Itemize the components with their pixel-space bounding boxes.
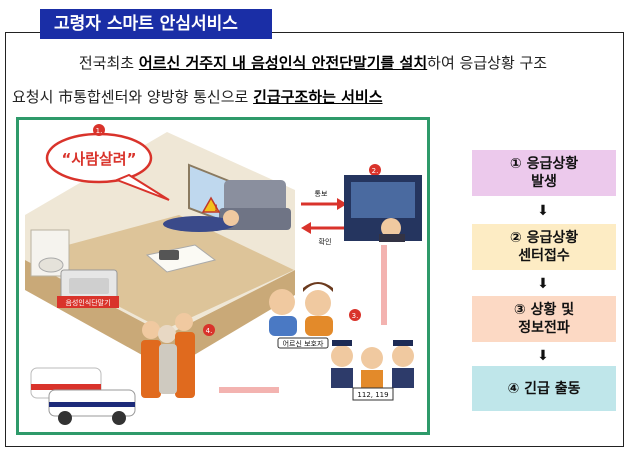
step-line: ① 응급상황 <box>509 156 579 172</box>
step-4-box: ④ 긴급 출동 <box>472 366 616 411</box>
fallen-person <box>163 216 235 232</box>
step-line: 센터접수 <box>518 248 570 264</box>
down-arrow-icon: ⬇ <box>537 203 549 219</box>
down-arrow-icon: ⬇ <box>537 276 549 292</box>
content-frame <box>5 32 624 447</box>
section-title: 고령자 스마트 안심서비스 <box>40 9 272 39</box>
guardian-label: 어르신 보호자 <box>283 339 324 348</box>
intro-line-1: 전국최초 어르신 거주지 내 음성인식 안전단말기를 설치하여 응급상황 구조 <box>5 52 621 73</box>
intro-highlight: 긴급구조하는 서비스 <box>253 88 383 106</box>
device-label: 음성인식단말기 <box>65 298 110 307</box>
emergency-numbers: 112, 119 <box>357 391 388 399</box>
svg-text:!: ! <box>214 204 218 214</box>
down-arrow-icon: ⬇ <box>537 348 549 364</box>
step-line: ② 응급상황 <box>509 230 579 246</box>
step-line: 정보전파 <box>518 320 570 336</box>
intro-line-2: 요청시 市통합센터와 양방향 통신으로 긴급구조하는 서비스 <box>12 86 618 107</box>
paramedic-figure <box>142 321 160 339</box>
step-badge: 2. <box>372 167 379 175</box>
intro-text: 요청시 市통합센터와 양방향 통신으로 <box>12 88 254 106</box>
step-badge: 1. <box>96 127 103 135</box>
step-badge: 4. <box>206 327 213 335</box>
speech-text: “사람살려” <box>62 150 137 168</box>
voice-device-icon <box>159 250 179 260</box>
step-line: ④ 긴급 출동 <box>507 380 581 397</box>
service-illustration: ! “사람살려” 1. 2. 3. 4. 음성인식단말기 통보 확인 <box>16 117 430 435</box>
step-line: ③ 상황 및 <box>513 302 575 318</box>
responder-figure <box>331 345 353 367</box>
step-badge: 3. <box>352 312 359 320</box>
step-line: 발생 <box>531 174 557 190</box>
intro-highlight: 어르신 거주지 내 음성인식 안전단말기를 설치 <box>138 54 428 72</box>
intro-text: 전국최초 <box>78 54 139 72</box>
confirm-label: 확인 <box>319 237 332 246</box>
report-label: 통보 <box>315 190 328 198</box>
warning-icon <box>201 196 221 213</box>
intro-text: 하여 응급상황 구조 <box>427 54 548 72</box>
guardian-figure <box>269 289 295 315</box>
